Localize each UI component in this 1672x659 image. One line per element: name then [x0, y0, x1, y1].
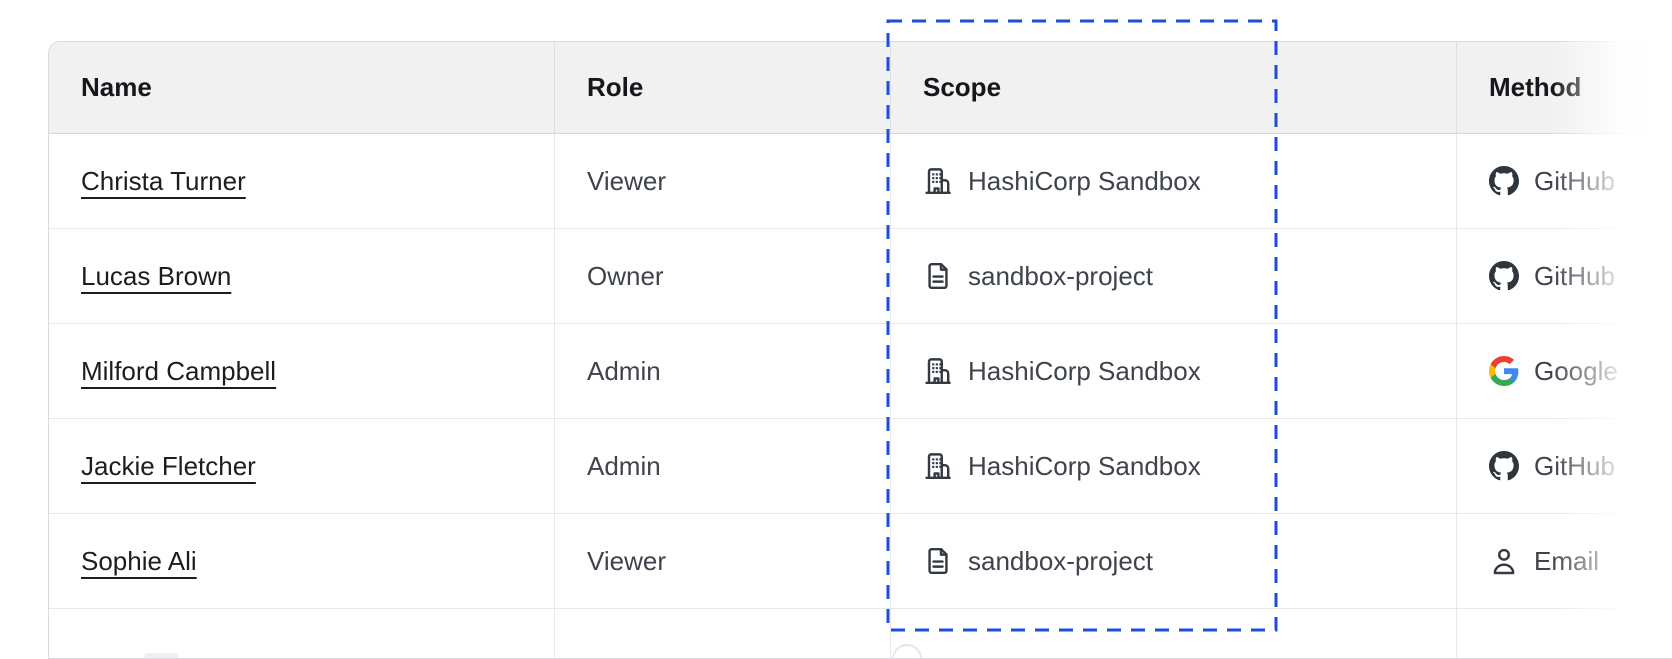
name-cell: Jackie Fletcher [49, 419, 554, 513]
table-row: Jackie Fletcher Admin HashiCorp Sandbox … [49, 419, 1672, 514]
method-cell: GitHub [1456, 134, 1672, 228]
method-cell: GitHub [1456, 419, 1672, 513]
user-icon [1493, 548, 1515, 575]
method-cell: Email [1456, 514, 1672, 608]
scope-cell: HashiCorp Sandbox [890, 134, 1456, 228]
file-icon [928, 262, 948, 290]
scope-cell: HashiCorp Sandbox [890, 419, 1456, 513]
member-name-link[interactable]: Sophie Ali [81, 545, 197, 576]
member-name-link[interactable]: Jackie Fletcher [81, 450, 256, 481]
table-row: Christa Turner Viewer HashiCorp Sandbox … [49, 134, 1672, 229]
table-header-row: Name Role Scope Method [49, 42, 1672, 134]
scope-cell: sandbox-project [890, 229, 1456, 323]
name-cell: Milford Campbell [49, 324, 554, 418]
scope-cell: HashiCorp Sandbox [890, 324, 1456, 418]
column-header-scope: Scope [890, 42, 1456, 133]
method-cell: Google [1456, 324, 1672, 418]
member-name-link[interactable]: Christa Turner [81, 165, 246, 196]
scope-cell: sandbox-project [890, 514, 1456, 608]
file-icon [928, 547, 948, 575]
members-table: Name Role Scope Method Christa Turner Vi… [48, 41, 1672, 659]
column-header-name: Name [81, 72, 152, 102]
organization-icon [925, 453, 951, 480]
organization-icon [925, 358, 951, 385]
github-icon [1489, 261, 1519, 291]
method-cell: GitHub [1456, 229, 1672, 323]
table-row: Lucas Brown Owner sandbox-project GitHub [49, 229, 1672, 324]
table-row: Sophie Ali Viewer sandbox-project Email [49, 514, 1672, 609]
name-cell [49, 609, 554, 658]
role-cell: Admin [554, 419, 890, 513]
clipped-text-hint [144, 653, 178, 658]
name-cell: Christa Turner [49, 134, 554, 228]
table-row: Milford Campbell Admin HashiCorp Sandbox… [49, 324, 1672, 419]
role-cell: Viewer [554, 514, 890, 608]
github-icon [1489, 451, 1519, 481]
role-cell: Viewer [554, 134, 890, 228]
github-icon [1489, 166, 1519, 196]
scope-cell [890, 609, 1456, 658]
google-icon [1489, 356, 1519, 386]
table-row-partial [49, 609, 1672, 658]
column-header-method: Method [1456, 42, 1672, 133]
method-cell [1456, 609, 1672, 658]
role-cell: Owner [554, 229, 890, 323]
name-cell: Lucas Brown [49, 229, 554, 323]
member-name-link[interactable]: Milford Campbell [81, 355, 277, 386]
name-cell: Sophie Ali [49, 514, 554, 608]
column-header-role: Role [554, 42, 890, 133]
organization-icon [925, 168, 951, 195]
role-cell [554, 609, 890, 658]
role-cell: Admin [554, 324, 890, 418]
member-name-link[interactable]: Lucas Brown [81, 260, 232, 291]
